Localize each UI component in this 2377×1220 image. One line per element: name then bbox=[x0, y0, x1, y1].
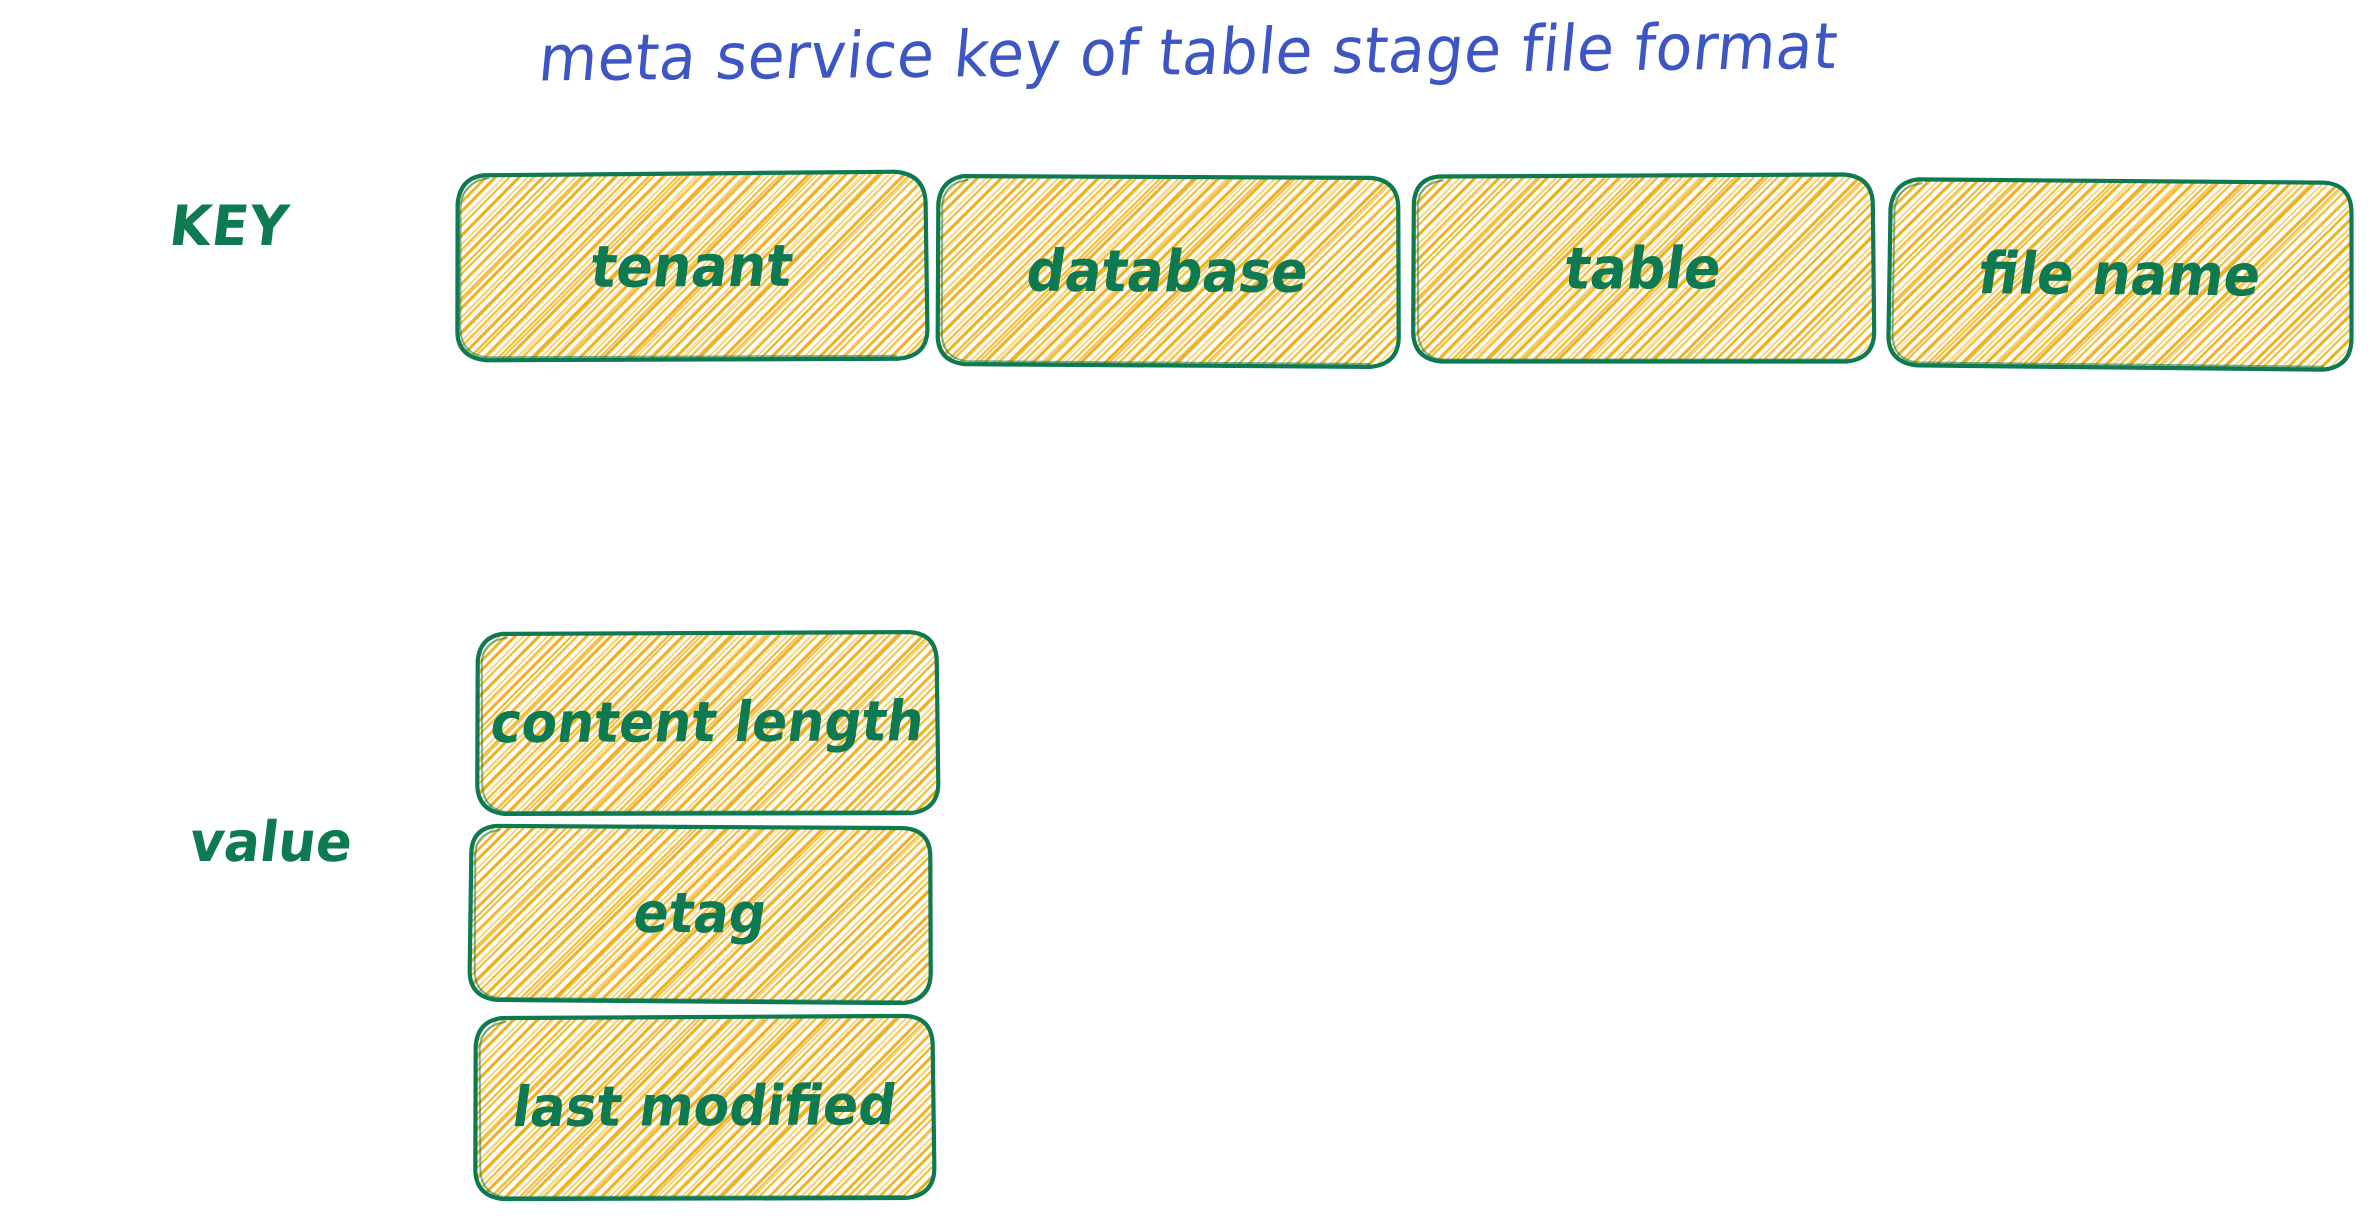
key-box-database-shape bbox=[935, 174, 1401, 369]
key-box-tenant[interactable]: tenant bbox=[452, 167, 931, 366]
value-box-content-length-shape bbox=[475, 630, 941, 816]
value-box-content-length[interactable]: content length bbox=[472, 627, 943, 819]
key-box-tenant-shape bbox=[455, 169, 930, 363]
key-box-file-name-shape bbox=[1886, 177, 2354, 372]
key-row-label: KEY bbox=[166, 194, 293, 258]
page-title-text: meta service key of table stage file for… bbox=[535, 9, 1842, 97]
key-box-table[interactable]: table bbox=[1408, 169, 1879, 366]
value-row-label: value bbox=[186, 810, 356, 874]
value-box-last-modified-shape bbox=[473, 1013, 937, 1202]
key-box-database[interactable]: database bbox=[933, 171, 1404, 371]
value-box-etag[interactable]: etag bbox=[465, 821, 936, 1006]
key-box-table-shape bbox=[1411, 172, 1877, 364]
key-box-file-name[interactable]: file name bbox=[1883, 174, 2357, 374]
page-title: meta service key of table stage file for… bbox=[0, 7, 2377, 100]
value-row-label-text: value bbox=[186, 810, 357, 875]
value-box-etag-shape bbox=[467, 823, 933, 1006]
key-row-label-text: KEY bbox=[166, 194, 293, 259]
value-box-last-modified[interactable]: last modified bbox=[470, 1011, 939, 1203]
